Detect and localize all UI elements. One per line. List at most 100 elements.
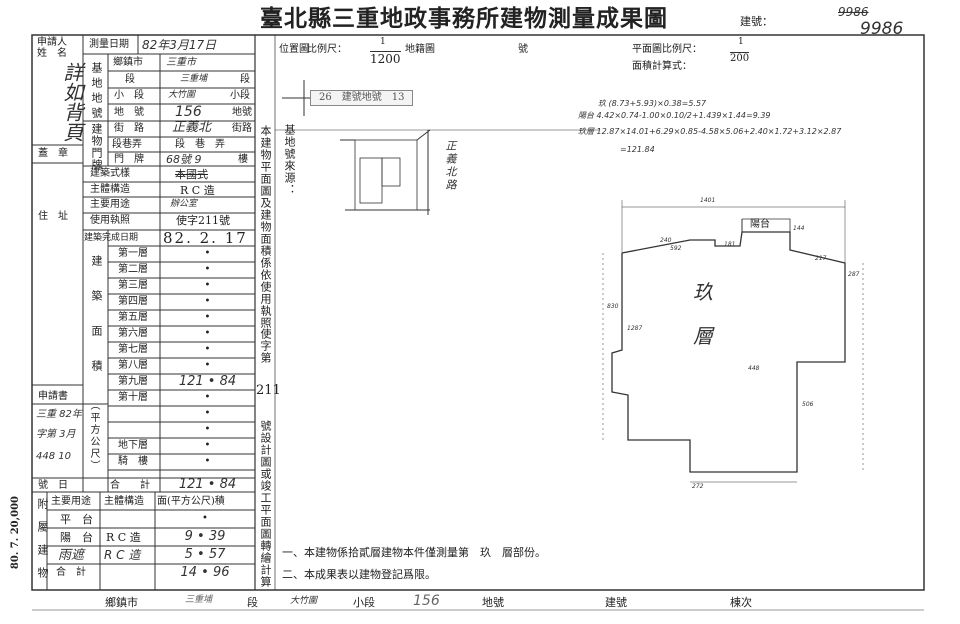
floor-row-label: 第二層 (118, 264, 148, 275)
application-line-2: 字第 3月 (36, 429, 76, 440)
dim-label: 1287 (627, 325, 643, 332)
annex-header-struct: 主體構造 (104, 496, 144, 507)
door-row-value: 68號 9 (166, 153, 202, 166)
land-row-suffix: 地號 (232, 107, 252, 118)
dim-label: 272 (692, 483, 704, 490)
land-row-value: 三重埔 (180, 74, 208, 84)
floor-row-value: • (204, 424, 211, 435)
area-calc-line-0: 玖 (8.73+5.93)×0.38=5.57 (598, 99, 707, 108)
floor-row-value: • (204, 248, 211, 259)
door-row-suffix: 樓 (238, 154, 248, 165)
floor-plan-scale-num: 1 (738, 37, 744, 47)
door-row-suffix: 段 巷 弄 (175, 139, 225, 150)
footer-town-label: 鄉鎮市 (105, 596, 138, 609)
footer-section-label: 段 (247, 596, 258, 609)
applicant-name-label: 姓 名 (37, 48, 67, 59)
dim-label: 217 (815, 255, 827, 262)
note-2: 二、本成果表以建物登記爲限。 (282, 568, 436, 581)
annex-row-struct: R C 造 (104, 548, 141, 562)
land-row: 地 號 (114, 107, 144, 118)
site-plan-scale-num: 1 (380, 37, 386, 47)
floor-row-label: 第九層 (118, 376, 148, 387)
annex-row-use: 雨遮 (58, 548, 85, 563)
floor-row-label: 第三層 (118, 280, 148, 291)
floor-row-value: 121 • 84 (178, 374, 237, 389)
floor-row-label: 第七層 (118, 344, 148, 355)
dim-label: 830 (607, 303, 619, 310)
info-value: 使字211號 (176, 214, 230, 227)
info-label: 主體構造 (90, 184, 130, 195)
info-value: 辦公室 (170, 199, 198, 209)
vertical-note-3: 號設計圖或竣工平面圖轉繪計算 (259, 420, 272, 588)
survey-date-label: 測量日期 (89, 39, 129, 50)
building-number-label: 建號： (740, 15, 773, 28)
dim-label: 240 (660, 237, 672, 244)
floor-row-value: • (204, 280, 211, 291)
base-source-label: 基地號來源： (283, 124, 296, 196)
area-calc-line-1: 陽台 4.42×0.74-1.00×0.10/2+1.439×1.44=9.39 (578, 111, 771, 120)
annex-side-label: 附屬建物 (36, 498, 49, 590)
info-value: 本國式 (175, 168, 208, 181)
floor-row-value: • (204, 408, 211, 419)
annex-header-area: 面(平方公尺)積 (157, 496, 225, 507)
floor-row-value: • (204, 328, 211, 339)
annex-total-label: 合 計 (56, 567, 86, 578)
floor-row-label: 第一層 (118, 248, 148, 259)
info-label: 建築式樣 (90, 168, 130, 179)
footer-building-label: 建號 (605, 596, 627, 609)
door-group-label: 建物門牌 (90, 123, 103, 171)
footer-sheet-label: 棟次 (730, 596, 752, 609)
dim-label: 287 (848, 271, 860, 278)
seal-label: 蓋 章 (38, 148, 68, 159)
address-label: 住 址 (38, 211, 68, 222)
annex-row-area: 9 • 39 (184, 529, 226, 544)
floor-row-value: • (204, 344, 211, 355)
room-char-1: 玖 (693, 280, 713, 304)
street-name: 正義北路 (444, 140, 457, 192)
floor-plan-scale-den: 200 (730, 52, 750, 64)
applicant-label: 申請人 (37, 37, 67, 48)
dim-label: 448 (748, 365, 760, 372)
door-row: 門 牌 (114, 154, 144, 165)
application-label: 申請書 (38, 391, 68, 402)
footer-subsection-value: 大竹圍 (290, 596, 318, 606)
floor-row-value: • (204, 296, 211, 307)
floor-row-label: 第五層 (118, 312, 148, 323)
footer-subsection-label: 小段 (353, 596, 375, 609)
survey-date-value: 82年3月17日 (142, 38, 217, 52)
floor-row-value: • (204, 456, 211, 467)
building-number-handwritten: 9986 (860, 19, 904, 39)
site-plan-label: 位置圖 (279, 44, 309, 55)
floor-row-label: 地下層 (118, 440, 148, 451)
dim-label: 592 (670, 245, 682, 252)
info-label: 主要用途 (90, 199, 130, 210)
annex-row-use: 平 台 (60, 513, 93, 526)
footer-lot-label: 地號 (482, 596, 504, 609)
page-title: 臺北縣三重地政事務所建物測量成果圖 (260, 5, 668, 32)
floor-total-value: 121 • 84 (178, 477, 237, 492)
info-value: 82. 2. 17 (163, 229, 248, 247)
dim-label: 144 (793, 225, 805, 232)
land-row: 鄉鎮市 (113, 57, 143, 68)
application-line-1: 三重 82年 (36, 409, 82, 420)
room-char-2: 層 (693, 324, 713, 348)
site-plan-scale-den: 1200 (370, 51, 401, 66)
annex-row-struct: R C 造 (106, 531, 141, 544)
floors-group-label: 建築面積 (90, 255, 103, 395)
floor-row-label: 騎 樓 (118, 456, 148, 467)
floors-unit-label: （平方公尺） (88, 400, 99, 472)
door-row: 段巷弄 (112, 139, 142, 150)
area-calc-line-3: =121.84 (620, 145, 655, 154)
land-row-value: 156 (175, 104, 202, 120)
site-plan-scale-label: 比例尺： (307, 44, 347, 55)
info-label: 建築完成日期 (84, 233, 139, 243)
door-row-value: 正義北 (172, 120, 212, 135)
floor-row-value: • (204, 440, 211, 451)
area-calc-line-2: 玖層 12.87×14.01+6.29×0.85-4.58×5.06+2.40×… (578, 127, 842, 136)
land-row-value: 三重市 (166, 57, 196, 68)
info-value: R C 造 (180, 184, 215, 197)
area-calc-label: 面積計算式： (632, 61, 692, 72)
floor-row-value: • (204, 264, 211, 275)
vertical-note-number: 211 (256, 383, 281, 398)
